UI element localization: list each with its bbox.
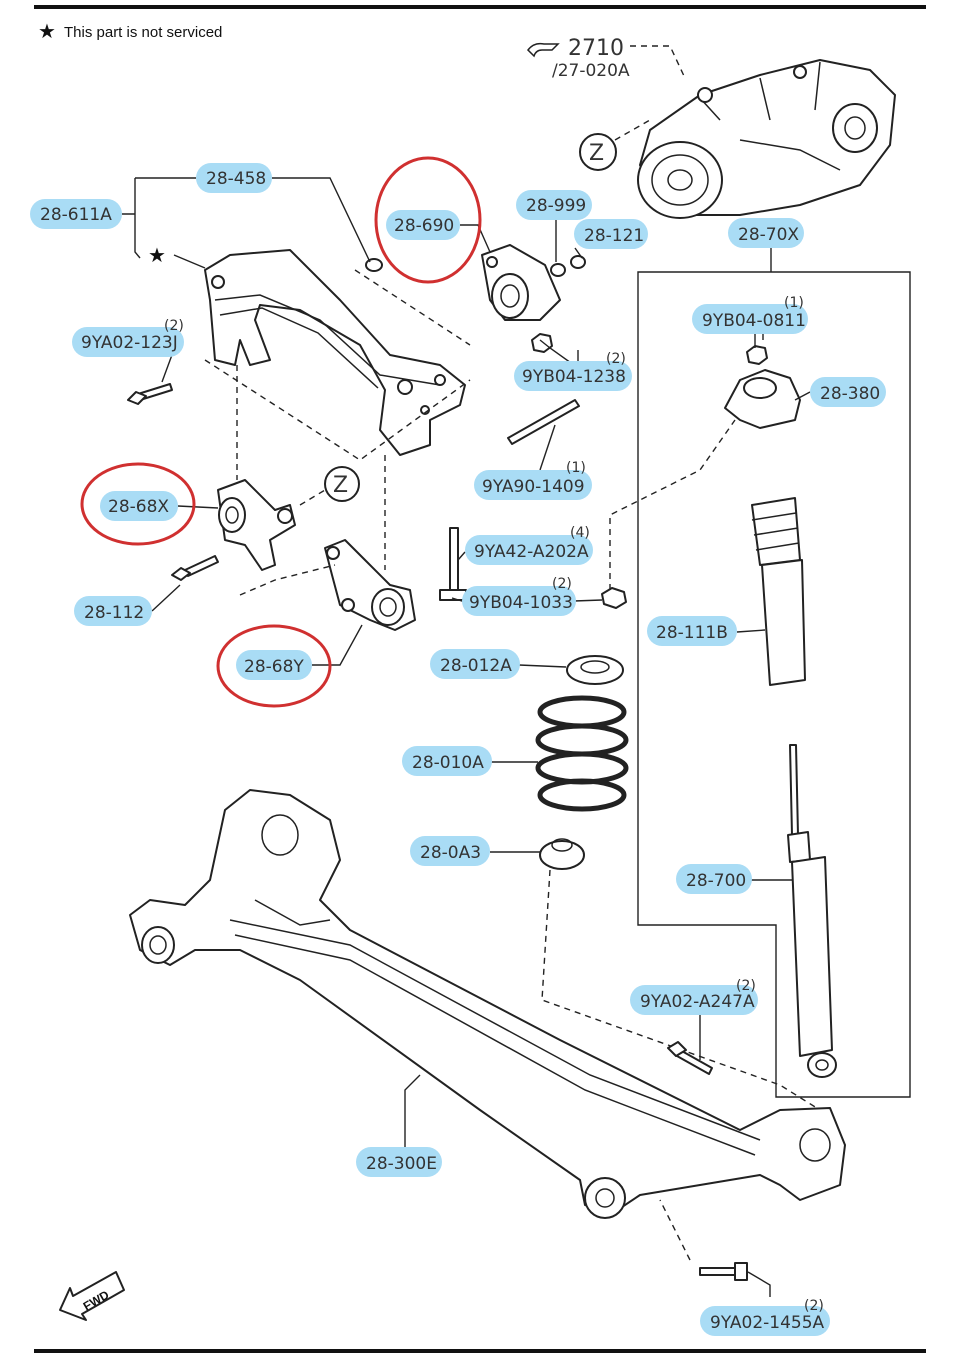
top-rule — [34, 5, 926, 9]
callout-28-700: 28-700 — [676, 864, 752, 894]
reference-group: 2710 /27-020A — [527, 36, 685, 81]
svg-text:28-112: 28-112 — [84, 603, 144, 623]
differential-drawing — [637, 59, 896, 219]
bracket-68Y-drawing — [324, 539, 416, 631]
zone-marker-top: Z — [579, 133, 617, 171]
svg-text:(2): (2) — [736, 978, 756, 994]
svg-text:(2): (2) — [552, 576, 572, 592]
fwd-arrow-icon: FWD — [59, 1271, 125, 1321]
legend-text: This part is not serviced — [64, 24, 222, 41]
svg-text:9YA02-A247A: 9YA02-A247A — [640, 992, 755, 1012]
svg-text:28-012A: 28-012A — [440, 656, 512, 676]
upper-mount-drawing — [724, 369, 801, 429]
svg-text:(4): (4) — [570, 525, 590, 541]
callout-9YA02-1455A: 9YA02-1455A(2) — [700, 1298, 830, 1336]
callout-28-70X: 28-70X — [728, 218, 804, 248]
callout-9YB04-0811: 9YB04-0811(1) — [692, 295, 808, 334]
svg-text:Z: Z — [333, 473, 348, 498]
highlight-circle-28-68X — [80, 462, 196, 546]
bushing-690-drawing — [481, 244, 561, 321]
svg-text:28-611A: 28-611A — [40, 205, 112, 225]
svg-text:28-68X: 28-68X — [108, 497, 169, 517]
bracket-68X-drawing — [217, 479, 296, 571]
svg-text:28-0A3: 28-0A3 — [420, 843, 481, 863]
callout-9YB04-1238: 9YB04-1238(2) — [514, 351, 632, 391]
callout-28-458: 28-458 — [196, 163, 272, 193]
svg-text:9YB04-0811: 9YB04-0811 — [702, 311, 806, 331]
shock-assembly-box — [637, 271, 911, 1098]
callout-28-999: 28-999 — [516, 190, 592, 220]
callout-28-380: 28-380 — [810, 377, 886, 407]
callout-28-0A3: 28-0A3 — [410, 836, 490, 866]
callout-28-300E: 28-300E — [356, 1147, 442, 1177]
callout-28-68Y: 28-68Y — [236, 650, 312, 680]
callout-28-68X: 28-68X — [100, 491, 178, 521]
callout-28-690: 28-690 — [386, 210, 460, 240]
torsion-beam-drawing — [129, 789, 846, 1219]
callout-28-611A: 28-611A — [30, 199, 122, 229]
svg-text:28-111B: 28-111B — [656, 623, 728, 643]
svg-text:28-121: 28-121 — [584, 226, 644, 246]
callout-9YA42-A202A: 9YA42-A202A(4) — [465, 525, 593, 565]
bottom-rule — [34, 1349, 926, 1353]
bump-stop-drawing — [751, 497, 806, 686]
svg-text:9YB04-1238: 9YB04-1238 — [522, 367, 626, 387]
leader-lines — [122, 177, 811, 1297]
svg-text:28-380: 28-380 — [820, 384, 880, 404]
svg-text:(2): (2) — [804, 1298, 824, 1314]
svg-text:28-70X: 28-70X — [738, 225, 799, 245]
callout-9YB04-1033: 9YB04-1033(2) — [462, 576, 576, 616]
svg-text:28-010A: 28-010A — [412, 753, 484, 773]
spring-seat-upper-drawing — [566, 655, 624, 685]
svg-text:28-68Y: 28-68Y — [244, 657, 304, 677]
highlight-circle-28-690 — [374, 156, 482, 284]
svg-text:(1): (1) — [784, 295, 804, 311]
shock-absorber-drawing — [787, 744, 837, 1078]
svg-text:28-300E: 28-300E — [366, 1154, 437, 1174]
callout-28-111B: 28-111B — [647, 616, 737, 646]
callout-28-010A: 28-010A — [402, 746, 492, 776]
highlight-circle-28-68Y — [216, 624, 332, 708]
callout-9YA02-A247A: 9YA02-A247A(2) — [630, 978, 758, 1015]
coil-spring-drawing — [535, 695, 629, 812]
star-marker-icon: ★ — [148, 245, 166, 267]
reference-sub: /27-020A — [552, 61, 630, 81]
star-icon: ★ — [38, 21, 56, 43]
spring-seat-lower-drawing — [539, 838, 585, 870]
svg-text:28-690: 28-690 — [394, 216, 454, 236]
callout-9YA90-1409: 9YA90-1409(1) — [474, 460, 592, 500]
callout-28-121: 28-121 — [574, 219, 648, 249]
svg-text:(1): (1) — [566, 460, 586, 476]
svg-text:(2): (2) — [606, 351, 626, 367]
callout-9YA02-123J: 9YA02-123J(2) — [72, 318, 184, 357]
svg-text:28-999: 28-999 — [526, 196, 586, 216]
crossmember-drawing — [204, 249, 466, 456]
zone-marker-mid: Z — [324, 466, 360, 502]
reference-code: 2710 — [568, 36, 624, 61]
svg-text:9YA02-1455A: 9YA02-1455A — [710, 1313, 825, 1333]
reference-arrow-icon — [527, 42, 560, 58]
callout-28-012A: 28-012A — [430, 649, 520, 679]
svg-text:Z: Z — [589, 141, 604, 166]
svg-text:28-458: 28-458 — [206, 169, 266, 189]
svg-text:9YA42-A202A: 9YA42-A202A — [474, 542, 589, 562]
svg-text:9YA02-123J: 9YA02-123J — [81, 333, 178, 353]
callout-28-112: 28-112 — [74, 596, 152, 626]
washer-458-drawing — [365, 258, 383, 272]
svg-text:9YB04-1033: 9YB04-1033 — [469, 593, 573, 613]
svg-text:9YA90-1409: 9YA90-1409 — [482, 477, 585, 497]
svg-text:(2): (2) — [164, 318, 184, 334]
svg-text:28-700: 28-700 — [686, 871, 746, 891]
